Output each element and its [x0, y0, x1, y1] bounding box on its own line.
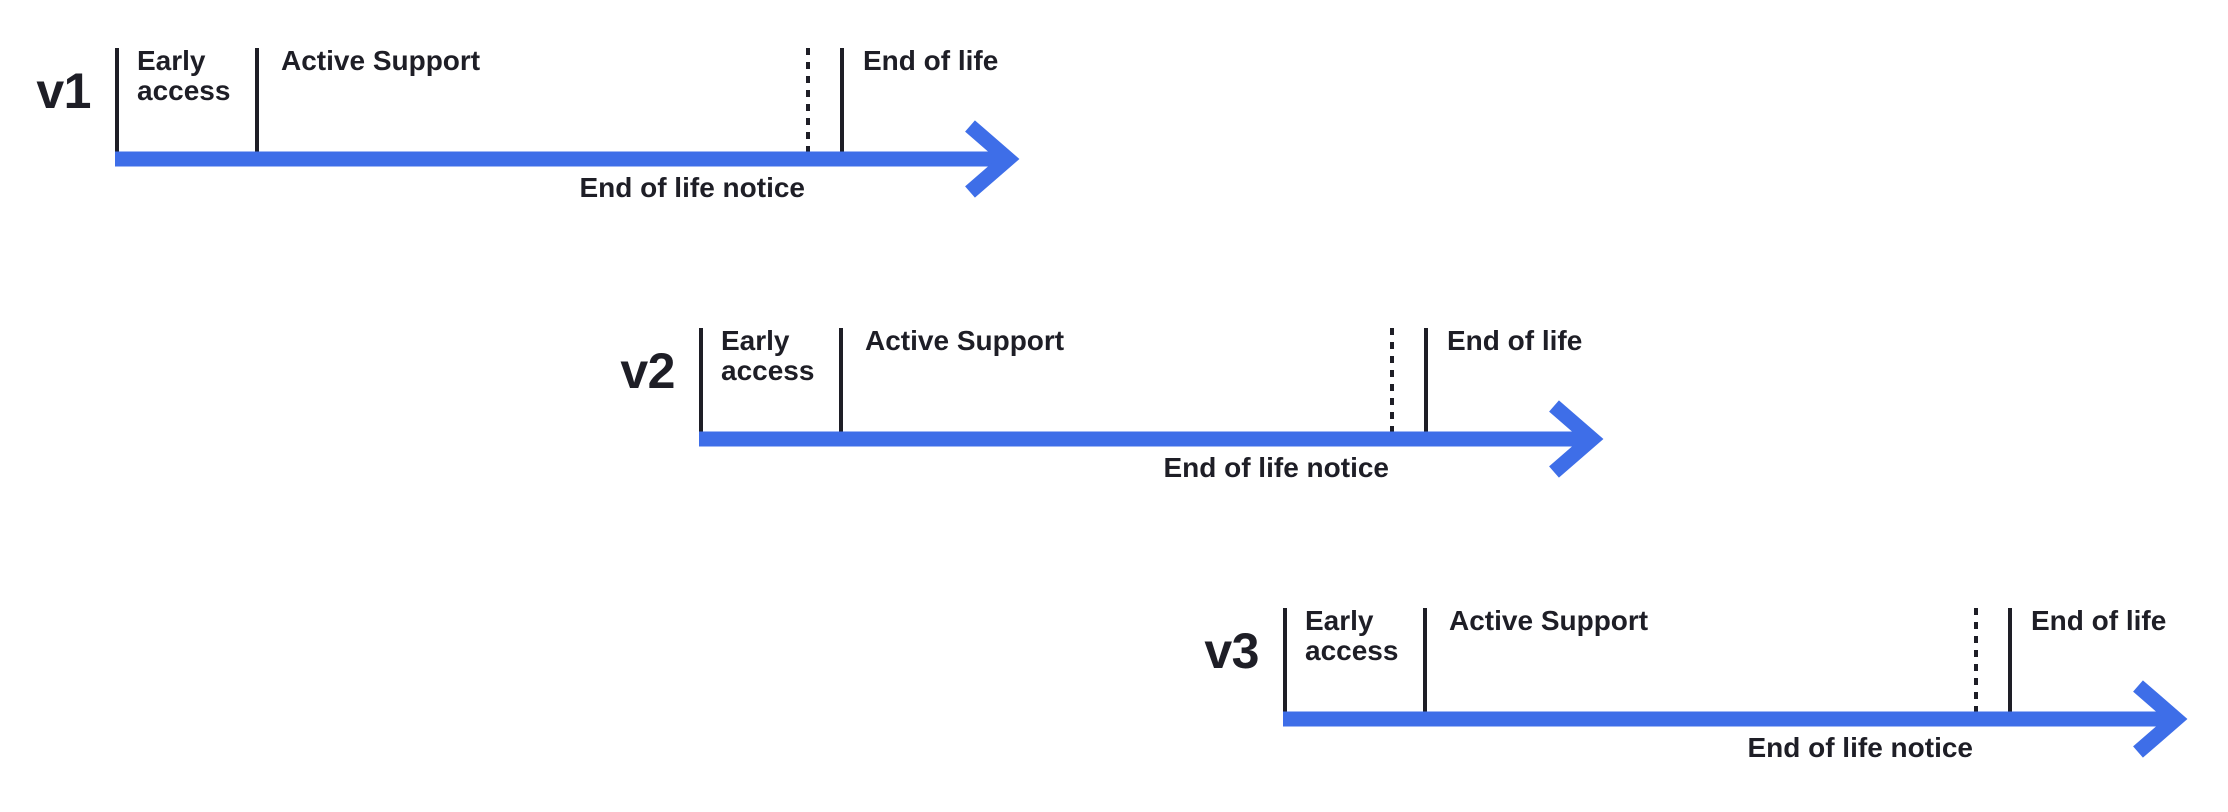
end-of-life-notice-label: End of life notice: [1747, 732, 1973, 763]
arrow-head-chevron-icon: [1549, 400, 1604, 478]
end-of-life-label: End of life: [863, 45, 999, 76]
version-label: v2: [620, 343, 675, 399]
end-of-life-notice-label: End of life notice: [579, 172, 805, 203]
active-support-start-tick: [1423, 608, 1427, 712]
end-of-life-label: End of life: [2031, 605, 2167, 636]
eol-notice-dashed-tick: [1974, 608, 1978, 712]
version-label: v1: [36, 63, 91, 119]
end-of-life-tick: [2008, 608, 2012, 712]
active-support-label: Active Support: [1449, 605, 1649, 636]
eol-notice-dashed-tick: [806, 48, 810, 152]
early-access-start-tick: [699, 328, 703, 432]
timeline-row-v3: v3 Early access Active Support End of li…: [1175, 605, 2228, 778]
early-access-start-tick: [115, 48, 119, 152]
eol-notice-dashed-tick: [1390, 328, 1394, 432]
early-access-label: Early access: [721, 325, 815, 386]
active-support-label: Active Support: [281, 45, 481, 76]
arrow-head-chevron-icon: [2133, 680, 2188, 758]
early-access-start-tick: [1283, 608, 1287, 712]
end-of-life-tick: [840, 48, 844, 152]
active-support-label: Active Support: [865, 325, 1065, 356]
timeline-row-v1: v1 Early access Active Support End of li…: [7, 45, 1137, 218]
arrow-head-chevron-icon: [965, 120, 1020, 198]
timeline-arrow: [1283, 680, 2188, 758]
active-support-start-tick: [839, 328, 843, 432]
timeline-arrow: [699, 400, 1604, 478]
active-support-start-tick: [255, 48, 259, 152]
end-of-life-notice-label: End of life notice: [1163, 452, 1389, 483]
version-label: v3: [1204, 623, 1259, 679]
end-of-life-tick: [1424, 328, 1428, 432]
early-access-label: Early access: [137, 45, 231, 106]
timeline-row-v2: v2 Early access Active Support End of li…: [591, 325, 1721, 498]
end-of-life-label: End of life: [1447, 325, 1583, 356]
timeline-arrow: [115, 120, 1020, 198]
early-access-label: Early access: [1305, 605, 1399, 666]
